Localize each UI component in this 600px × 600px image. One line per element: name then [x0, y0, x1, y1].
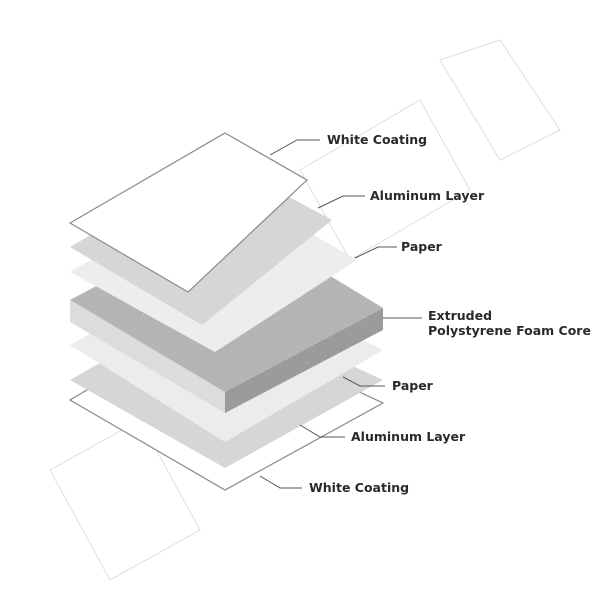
- leader-lines: [259, 139, 422, 489]
- label-top-aluminum-layer: Aluminum Layer: [370, 188, 485, 203]
- label-top-paper: Paper: [401, 239, 442, 254]
- label-bottom-white-coating: White Coating: [309, 480, 410, 495]
- label-core-line2: Polystyrene Foam Core: [428, 323, 591, 338]
- label-bottom-aluminum-layer: Aluminum Layer: [351, 429, 466, 444]
- top-white-coating-layer: [68, 132, 309, 293]
- label-top-white-coating: White Coating: [327, 132, 428, 147]
- label-bottom-paper: Paper: [392, 378, 433, 393]
- label-core-line1: Extruded: [428, 308, 493, 323]
